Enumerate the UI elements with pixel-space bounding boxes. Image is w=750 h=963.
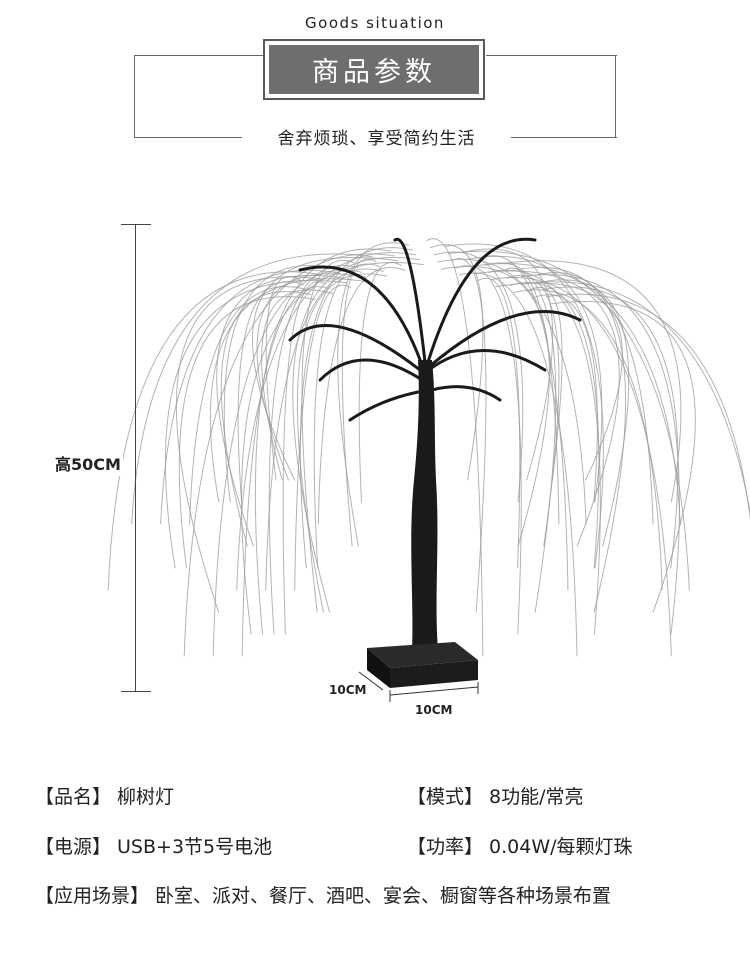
willow-wire [183,253,395,657]
willow-wire [495,282,623,481]
tree-branch [428,310,582,368]
willow-wire [189,286,308,525]
spec-key: 【电源】 [35,836,112,858]
willow-wire [440,266,550,547]
lamp-base-top [367,642,478,668]
willow-wire [265,276,301,481]
spec-key: 【模式】 [407,786,484,808]
willow-wire [480,255,569,591]
spec-power-source: 【电源】USB+3节5号电池 [35,832,272,859]
willow-wire [131,253,373,525]
spec-mode: 【模式】8功能/常亮 [407,782,584,809]
spec-value: 柳树灯 [117,786,175,808]
willow-wire [237,281,305,503]
willow-wire [256,273,366,481]
willow-wire [469,263,681,525]
willow-wire [455,265,522,635]
willow-wire [531,294,598,503]
willow-wire [337,242,410,547]
willow-wire [299,247,413,569]
tree-branch [393,237,427,364]
tree-branch [348,390,420,422]
frame-line [134,55,264,56]
willow-wire [549,301,696,613]
willow-wire [241,286,330,657]
height-dimension-tick [121,691,151,692]
willow-wire [502,267,560,525]
willow-wire [216,274,344,547]
willow-wire [107,271,319,591]
willow-wire [466,255,603,503]
tree-trunk [411,360,438,650]
willow-wire [542,286,679,569]
willow-wire [223,264,337,503]
tree-branch [318,358,424,382]
willow-wire [236,252,417,591]
tree-branch [298,265,424,367]
willow-wire [254,248,392,635]
willow-wire [524,281,750,515]
willow-wire [473,270,620,547]
spec-key: 【功率】 [407,836,484,858]
spec-key: 【品名】 [35,786,112,808]
frame-line [615,55,616,138]
lamp-base-side [390,660,478,688]
willow-wire [458,272,578,657]
willow-wire [477,277,521,569]
spec-value: USB+3节5号电池 [117,836,273,858]
tree-branch [430,385,502,402]
willow-wire [451,258,487,613]
willow-wire [538,279,630,547]
willow-wire [498,260,682,503]
spec-key: 【应用场景】 [35,885,150,907]
willow-wire [296,273,388,613]
height-label: 高50CM [53,450,123,476]
spec-name: 【品名】柳树灯 [35,782,174,809]
header-eyebrow: Goods situation [305,14,445,32]
tree-branch [426,237,537,364]
height-dimension-line [135,224,136,691]
willow-wire [545,293,750,521]
willow-wire [516,266,627,613]
willow-wire [358,262,402,503]
spec-value: 8功能/常亮 [489,786,584,808]
willow-wire [212,269,363,657]
willow-wire [535,271,654,525]
header-slogan: 舍弃烦琐、享受简约生活 [277,129,476,149]
willow-wire [265,268,384,591]
spec-value: 卧室、派对、餐厅、酒吧、宴会、橱窗等各种场景布置 [155,885,612,907]
frame-line [486,55,617,56]
frame-line [134,137,242,138]
height-dimension-tick [121,224,151,225]
willow-wire [160,269,341,525]
page-title: 商品参数 [269,45,479,94]
willow-wire [241,262,424,635]
willow-wire [252,257,399,481]
willow-wire [317,267,406,525]
willow-wire [294,284,352,591]
frame-line [134,55,135,138]
spec-power: 【功率】0.04W/每颗灯珠 [407,832,633,859]
width-label: 10CM [415,703,453,717]
spec-value: 0.04W/每颗灯珠 [489,836,633,858]
willow-wire [527,286,563,481]
willow-wire [429,244,484,481]
depth-label: 10CM [329,683,367,697]
willow-wire [444,243,604,569]
frame-line [511,137,617,138]
willow-wire [220,291,312,547]
spec-scenes: 【应用场景】卧室、派对、餐厅、酒吧、宴会、橱窗等各种场景布置 [35,881,611,908]
lamp-base-front [367,648,390,688]
willow-wire [520,274,680,635]
tree-branch [288,324,422,372]
tree-branch [424,349,547,374]
willow-wire [509,282,600,569]
willow-wire [282,281,326,635]
